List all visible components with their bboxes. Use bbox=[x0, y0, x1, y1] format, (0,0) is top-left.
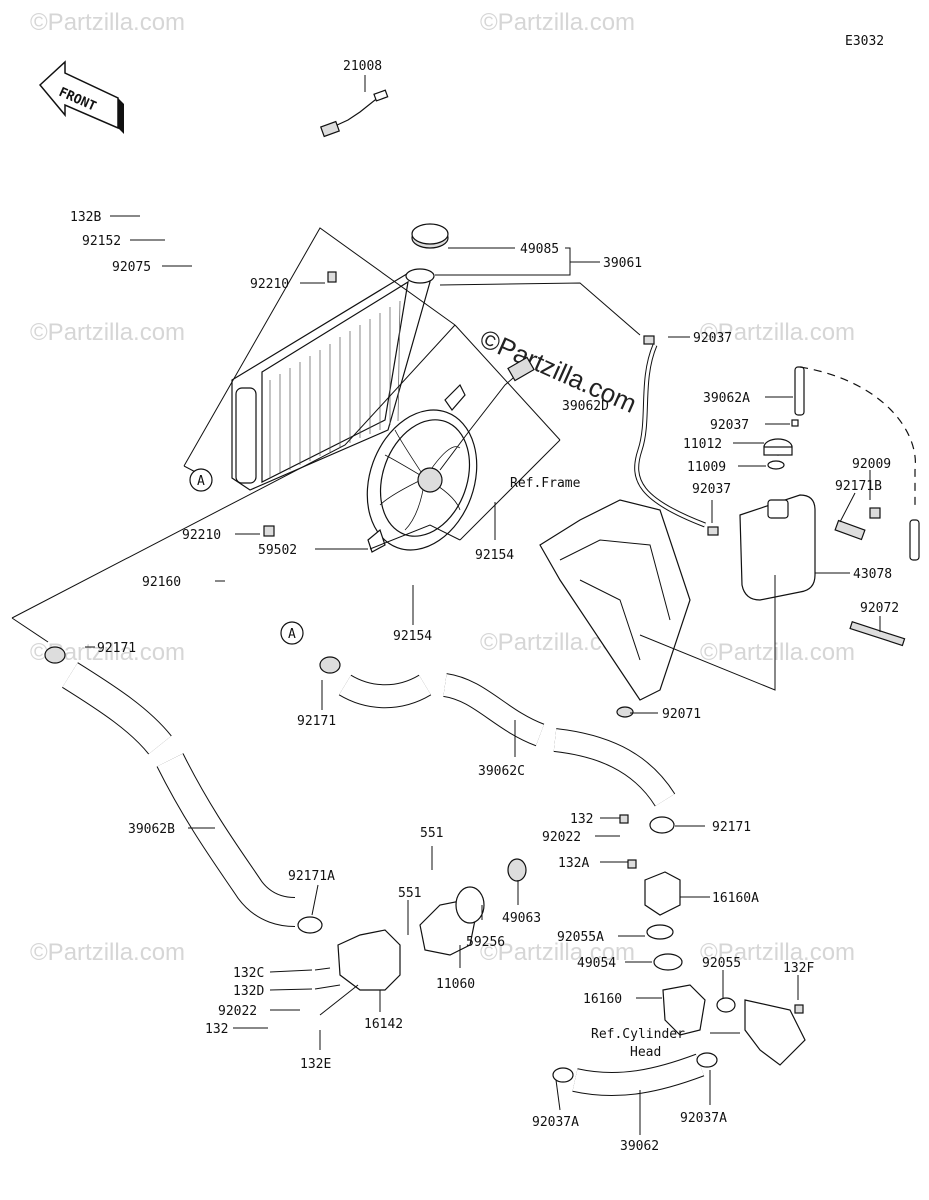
label-16142: 16142 bbox=[364, 1017, 403, 1032]
label-132C: 132C bbox=[233, 966, 264, 981]
label-11012: 11012 bbox=[683, 437, 722, 452]
label-39062B: 39062B bbox=[128, 822, 175, 837]
cooling-fan bbox=[366, 324, 561, 553]
label-92055A: 92055A bbox=[557, 930, 604, 945]
label-39061: 39061 bbox=[603, 256, 642, 271]
thermostat-housing bbox=[619, 814, 806, 1066]
label-59502: 59502 bbox=[258, 543, 297, 558]
label-92075: 92075 bbox=[112, 260, 151, 275]
label-92152: 92152 bbox=[82, 234, 121, 249]
svg-text:A: A bbox=[197, 474, 205, 489]
label-39062A: 39062A bbox=[703, 391, 750, 406]
label-92154: 92154 bbox=[393, 629, 432, 644]
label-132F: 132F bbox=[783, 961, 814, 976]
watermark: ©Partzilla.com bbox=[30, 9, 185, 36]
watermark: ©Partzilla.com bbox=[30, 319, 185, 346]
label-92037: 92037 bbox=[692, 482, 731, 497]
callout-a1: A bbox=[189, 468, 213, 492]
label-132A: 132A bbox=[558, 856, 589, 871]
ref-head-label: Head bbox=[630, 1045, 661, 1060]
label-132: 132 bbox=[205, 1022, 228, 1037]
label-16160: 16160 bbox=[583, 992, 622, 1007]
sensor-wire-21008 bbox=[320, 75, 389, 138]
watermark: ©Partzilla.com bbox=[700, 319, 855, 346]
watermark: ©Partzilla.com bbox=[700, 939, 855, 966]
hose-39062D bbox=[439, 282, 719, 536]
center-watermark: ©Partzilla.com bbox=[476, 323, 642, 419]
label-92071: 92071 bbox=[662, 707, 701, 722]
frame-reference bbox=[539, 499, 776, 718]
label-43078: 43078 bbox=[853, 567, 892, 582]
label-92171B: 92171B bbox=[835, 479, 882, 494]
label-49054: 49054 bbox=[577, 956, 616, 971]
label-92055: 92055 bbox=[702, 956, 741, 971]
label-49063: 49063 bbox=[502, 911, 541, 926]
watermark: ©Partzilla.com bbox=[700, 639, 855, 666]
label-132: 132 bbox=[570, 812, 593, 827]
label-551: 551 bbox=[420, 826, 443, 841]
front-arrow-icon: FRONT bbox=[38, 60, 124, 134]
label-92210: 92210 bbox=[182, 528, 221, 543]
label-59256: 59256 bbox=[466, 935, 505, 950]
reservoir-tank-43078 bbox=[739, 366, 920, 647]
label-39062C: 39062C bbox=[478, 764, 525, 779]
label-92009: 92009 bbox=[852, 457, 891, 472]
callout-a2: A bbox=[280, 621, 304, 645]
label-551: 551 bbox=[398, 886, 421, 901]
water-pump bbox=[297, 858, 527, 1016]
radiator-cap-49085 bbox=[411, 223, 515, 249]
label-11009: 11009 bbox=[687, 460, 726, 475]
hose-39062C bbox=[319, 656, 676, 807]
label-132B: 132B bbox=[70, 210, 101, 225]
ref-frame-label: Ref.Frame bbox=[510, 476, 581, 491]
label-49085: 49085 bbox=[520, 242, 559, 257]
watermark: ©Partzilla.com bbox=[480, 939, 635, 966]
label-92154: 92154 bbox=[475, 548, 514, 563]
label-92037A: 92037A bbox=[680, 1111, 727, 1126]
part-labels: 21008 132B 92152 92075 92210 49085 39061… bbox=[70, 59, 899, 1154]
watermark: ©Partzilla.com bbox=[30, 939, 185, 966]
hose-39062 bbox=[552, 1052, 718, 1096]
label-92022: 92022 bbox=[218, 1004, 257, 1019]
hose-39062B bbox=[44, 646, 296, 927]
label-92037A: 92037A bbox=[532, 1115, 579, 1130]
label-16160A: 16160A bbox=[712, 891, 759, 906]
label-132E: 132E bbox=[300, 1057, 331, 1072]
label-92171: 92171 bbox=[297, 714, 336, 729]
watermark: ©Partzilla.com bbox=[480, 9, 635, 36]
label-92160: 92160 bbox=[142, 575, 181, 590]
label-92037: 92037 bbox=[710, 418, 749, 433]
label-132D: 132D bbox=[233, 984, 264, 999]
label-92022: 92022 bbox=[542, 830, 581, 845]
label-92171A: 92171A bbox=[288, 869, 335, 884]
ref-cylinder-label: Ref.Cylinder bbox=[591, 1027, 685, 1042]
svg-text:A: A bbox=[288, 627, 296, 642]
label-39062: 39062 bbox=[620, 1139, 659, 1154]
label-92171: 92171 bbox=[712, 820, 751, 835]
leader-lines bbox=[85, 215, 881, 1135]
radiator bbox=[231, 268, 435, 537]
label-21008: 21008 bbox=[343, 59, 382, 74]
label-92072: 92072 bbox=[860, 601, 899, 616]
label-11060: 11060 bbox=[436, 977, 475, 992]
label-92171: 92171 bbox=[97, 641, 136, 656]
label-92210: 92210 bbox=[250, 277, 289, 292]
diagram-code: E3032 bbox=[845, 34, 884, 49]
label-39062D: 39062D bbox=[562, 399, 609, 414]
label-92037: 92037 bbox=[693, 331, 732, 346]
